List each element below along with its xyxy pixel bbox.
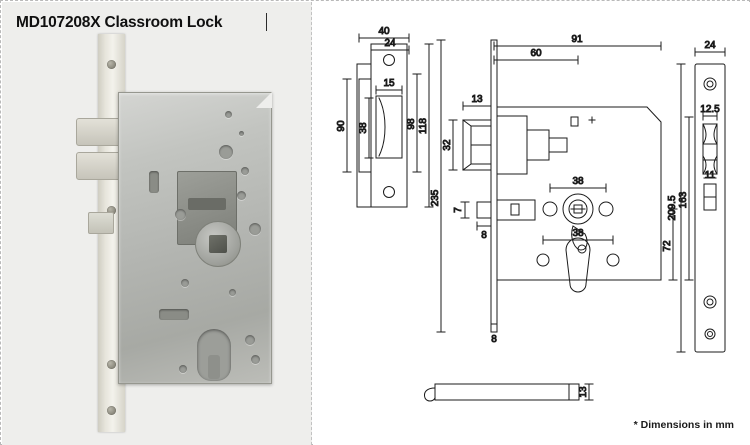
svg-text:91: 91: [571, 34, 583, 45]
dim-faceplate-width: 24: [694, 40, 726, 57]
svg-text:90: 90: [336, 120, 347, 132]
svg-text:8: 8: [491, 334, 497, 345]
svg-text:98: 98: [406, 118, 417, 130]
dim-strike-outer-height: 118: [418, 43, 434, 208]
photo-case-hole: [225, 111, 232, 118]
svg-text:118: 118: [418, 118, 429, 134]
svg-text:8: 8: [481, 230, 487, 241]
spindle-bar-drawing: [424, 383, 580, 402]
svg-text:72: 72: [662, 240, 673, 252]
svg-text:32: 32: [442, 139, 453, 151]
dim-bolt-block-height: 32: [442, 119, 458, 171]
text-caret: [266, 13, 267, 31]
svg-text:38: 38: [572, 228, 584, 239]
photo-case-hole: [241, 167, 249, 175]
dim-faceplate-length: 209.5: [667, 63, 686, 353]
dim-body-backset: 60: [493, 48, 579, 65]
dim-spindle-thickness: 13: [578, 383, 594, 401]
svg-text:7: 7: [453, 207, 464, 213]
lock-body-drawing: [462, 39, 662, 333]
photo-slot: [149, 171, 159, 193]
photo-case-hole: [239, 131, 244, 136]
dim-faceplate-cutout-upper: 12.5: [700, 104, 721, 121]
svg-text:24: 24: [704, 40, 716, 51]
dim-strike-inner-height: 98: [406, 73, 422, 173]
faceplate-screw-lower: [107, 406, 116, 415]
dim-strike-cutout-height: 38: [358, 97, 374, 159]
dimension-note: * Dimensions in mm: [633, 419, 734, 431]
photo-latch-bolt: [76, 118, 122, 146]
technical-drawing: 40 24 15 38: [336, 26, 726, 402]
dim-body-overall-height: 235: [430, 39, 446, 333]
photo-case-hole: [181, 279, 189, 287]
photo-lock-case: [118, 92, 272, 384]
svg-text:235: 235: [430, 189, 441, 206]
photo-spindle-follower: [195, 221, 241, 267]
svg-text:163: 163: [678, 191, 689, 208]
dim-strike-outer-width: 40: [358, 26, 410, 43]
svg-text:60: 60: [530, 48, 542, 59]
svg-text:11: 11: [705, 170, 716, 181]
photo-case-hole: [249, 223, 261, 235]
photo-cylinder-hole: [197, 329, 231, 381]
dim-centres-163: 163: [678, 116, 694, 281]
faceplate-screw-top: [107, 60, 116, 69]
photo-dead-bolt: [76, 152, 122, 180]
svg-text:24: 24: [384, 38, 396, 49]
faceplate-screw-bottom: [107, 360, 116, 369]
photo-case-hole: [179, 365, 187, 373]
lock-photograph: [62, 34, 277, 434]
photo-case-hole: [251, 355, 260, 364]
dim-faceplate-thickness-lower: 8: [490, 323, 498, 346]
dim-strike-inner-width: 24: [370, 38, 410, 55]
dim-cylinder-hole-span: 38: [542, 228, 614, 245]
strike-plate-drawing: [356, 43, 408, 208]
photo-case-hole: [219, 145, 233, 159]
dim-strike-cutout-width: 15: [375, 78, 403, 95]
svg-text:13: 13: [471, 94, 483, 105]
svg-text:15: 15: [383, 78, 395, 89]
faceplate-drawing: [694, 63, 726, 353]
svg-text:40: 40: [378, 26, 390, 37]
dimension-drawing-panel: 40 24 15 38: [313, 2, 750, 445]
photo-case-hole: [229, 289, 236, 296]
photo-slot: [159, 309, 189, 320]
faceplate-screw-middle: [107, 206, 116, 215]
svg-text:38: 38: [572, 176, 584, 187]
dim-body-overall-depth: 91: [493, 34, 662, 51]
svg-text:38: 38: [358, 122, 369, 134]
dim-strike-lip-height: 90: [336, 78, 352, 173]
dim-faceplate-cutout-lower: 11: [703, 170, 717, 182]
dim-bolt-projection: 13: [462, 94, 492, 111]
photo-case-hole: [175, 209, 186, 220]
page-title: MD107208X Classroom Lock: [16, 14, 223, 31]
svg-text:12.5: 12.5: [700, 104, 720, 115]
photo-auxiliary-bolt: [88, 212, 114, 234]
dim-latch-small: 7: [453, 201, 470, 219]
svg-text:209.5: 209.5: [667, 195, 678, 220]
dim-faceplate-thickness-upper: 8: [476, 221, 492, 242]
photo-spindle-square: [209, 235, 227, 253]
dim-centres-72: 72: [662, 208, 678, 281]
dim-spindle-hole-span: 38: [549, 176, 607, 193]
product-photo-panel: MD107208X Classroom Lock: [2, 2, 312, 445]
photo-case-hole: [245, 335, 255, 345]
photo-case-hole: [237, 191, 246, 200]
svg-text:13: 13: [578, 386, 589, 398]
